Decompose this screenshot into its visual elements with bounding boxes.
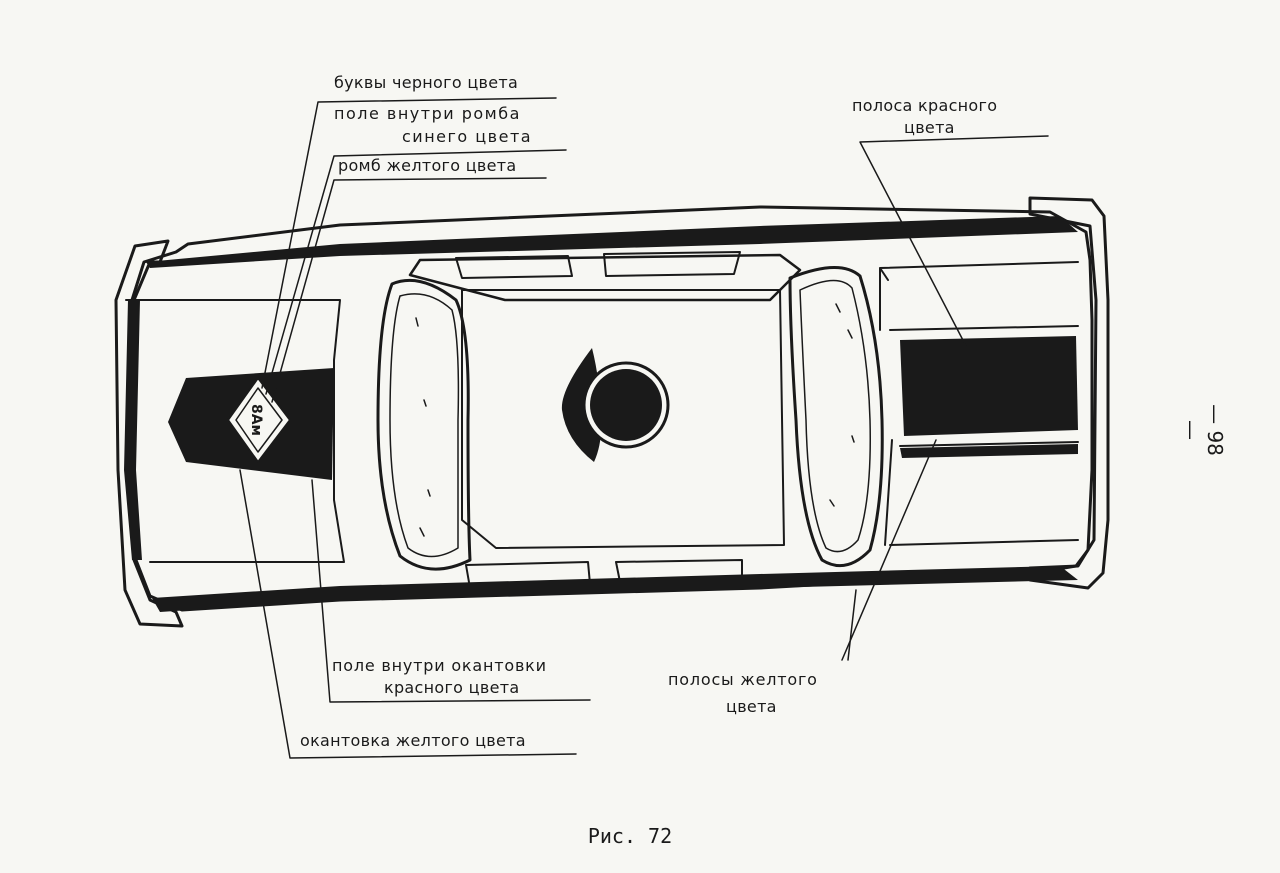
label-red-stripe-1: полоса красного <box>852 96 998 115</box>
beacon-shadow <box>561 348 602 462</box>
page-number: — 98 — <box>1179 404 1227 456</box>
leader-yellow-stripes-b <box>847 589 857 661</box>
leader-yellow-stripes-a <box>841 439 937 661</box>
label-border-field-1: поле внутри окантовки <box>332 656 547 675</box>
roof-beacon <box>561 348 670 462</box>
side-stripe-bottom <box>152 566 1078 612</box>
label-diamond: ромб желтого цвета <box>338 156 517 175</box>
trunk-stripe-line-1 <box>889 325 1079 331</box>
leader-lines <box>239 97 1049 759</box>
rear-window-inner <box>799 279 871 553</box>
trunk-red-stripe <box>900 336 1078 436</box>
rear-window <box>788 266 884 568</box>
leader-diamond <box>271 177 547 403</box>
label-yellow-stripes-1: полосы желтого <box>668 670 818 689</box>
trunk-stripe-line-2 <box>899 441 1079 447</box>
hood-edge <box>125 299 345 563</box>
leader-letters <box>261 97 557 389</box>
label-diamond-field-2: синего цвета <box>402 127 533 146</box>
label-red-stripe-2: цвета <box>904 118 955 137</box>
window-top-rear <box>603 251 741 277</box>
emblem-diamond-inner <box>235 387 283 453</box>
hood-emblem <box>168 368 334 480</box>
leader-border-field <box>311 479 591 703</box>
label-border: окантовка желтого цвета <box>300 731 526 750</box>
windshield-inner <box>389 293 460 558</box>
trunk-edge <box>879 261 1079 546</box>
label-yellow-stripes-2: цвета <box>726 697 777 716</box>
label-letters: буквы черного цвета <box>334 73 519 92</box>
side-stripe-top <box>146 216 1078 268</box>
trunk-stripe-line-3 <box>900 444 1078 458</box>
roof <box>408 253 802 302</box>
window-top-front <box>455 255 573 279</box>
leader-diamond-field <box>265 149 567 395</box>
beacon-lamp-inner <box>590 369 662 441</box>
emblem-text: 8Ам <box>248 404 264 436</box>
leader-red-stripe <box>859 135 1049 347</box>
wiper-marks <box>415 303 855 537</box>
roof-panel <box>461 289 785 549</box>
windshield <box>376 278 472 571</box>
label-border-field-2: красного цвета <box>384 678 520 697</box>
front-fender-dark <box>124 300 142 560</box>
leader-border <box>239 469 577 759</box>
figure-caption: Рис. 72 <box>587 824 673 848</box>
label-diamond-field-1: поле внутри ромба <box>334 104 521 123</box>
